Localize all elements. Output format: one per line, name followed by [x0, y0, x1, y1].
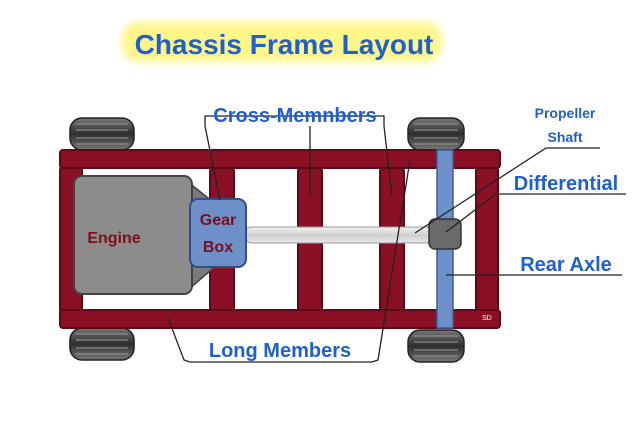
- rear-wheels: [407, 117, 465, 363]
- rear-axle-label: Rear Axle: [520, 254, 612, 276]
- rear-left-tyre: [407, 117, 465, 151]
- front-right-tyre: [69, 327, 135, 361]
- long-member-bottom: [59, 309, 501, 329]
- gearbox-label-line1: Gear: [200, 212, 236, 229]
- long-members-label: Long Members: [209, 340, 351, 362]
- title-highlight: [122, 22, 442, 62]
- long-members-leader: [167, 159, 411, 363]
- front-left-tyre: [69, 117, 135, 151]
- gearbox-unit: Gear Box: [189, 198, 247, 268]
- rear-right-tyre: [407, 329, 465, 363]
- cross-members-label: Cross-Memnbers: [213, 105, 376, 127]
- propeller-label-line2: Shaft: [548, 129, 583, 145]
- engine-label: Engine: [87, 230, 140, 247]
- propeller-leader: [414, 147, 600, 234]
- front-wheels: [69, 117, 135, 361]
- diagram-title: Chassis Frame Layout: [135, 29, 434, 60]
- propeller-shaft: [243, 226, 435, 244]
- cross-members-bracket: [204, 115, 385, 126]
- cross-leader-1: [204, 125, 221, 201]
- title-group: Chassis Frame Layout: [122, 22, 442, 62]
- gearbox-housing: [189, 198, 247, 268]
- cross-member-rear: [475, 159, 499, 321]
- long-members: [59, 149, 501, 329]
- long-member-top: [59, 149, 501, 169]
- leader-lines: [167, 115, 626, 363]
- propeller-label-line1: Propeller: [535, 105, 596, 121]
- gearbox-label-line2: Box: [203, 239, 233, 256]
- differential-label: Differential: [514, 173, 618, 195]
- signature-mark: SD: [482, 315, 492, 322]
- cross-leader-3: [383, 125, 393, 197]
- differential-leader: [445, 193, 626, 233]
